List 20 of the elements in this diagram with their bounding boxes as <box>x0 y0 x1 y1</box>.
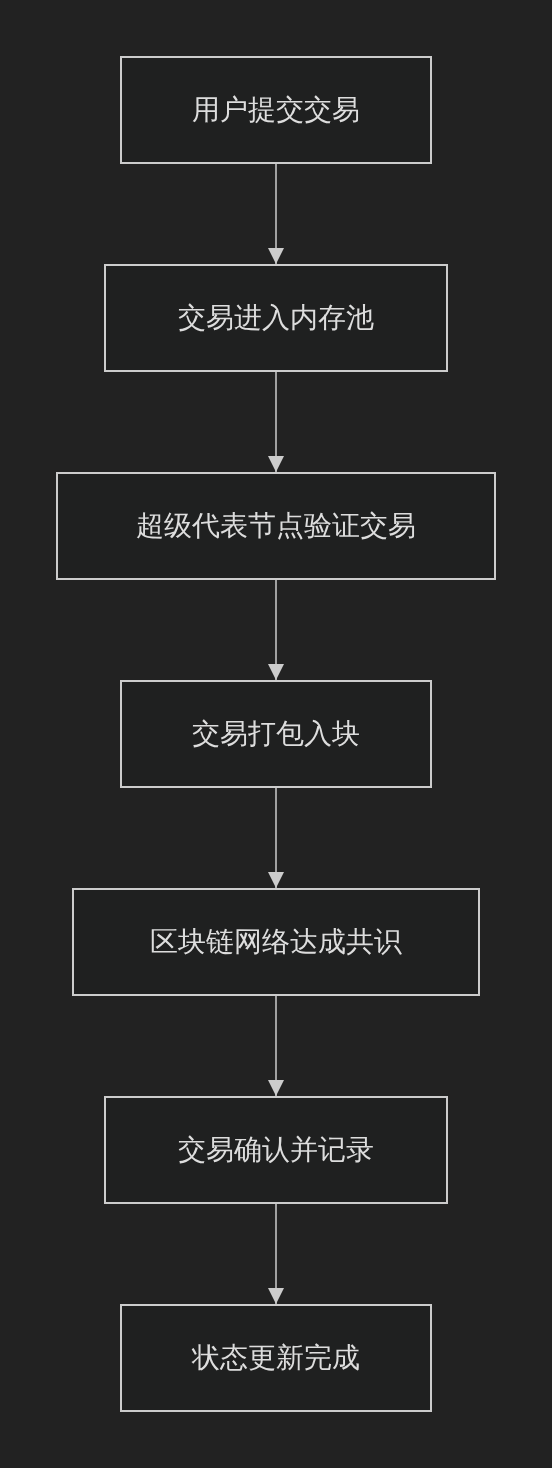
process-box <box>56 472 496 580</box>
process-box <box>120 56 432 164</box>
box-label: 状态更新完成 <box>192 1340 360 1376</box>
arrow <box>268 579 284 681</box>
process-box <box>104 1096 448 1204</box>
process-box <box>120 1304 432 1412</box>
box-label: 区块链网络达成共识 <box>150 924 402 960</box>
box-label: 用户提交交易 <box>192 92 360 128</box>
arrow <box>268 787 284 889</box>
box-label: 交易确认并记录 <box>178 1132 374 1168</box>
arrow <box>268 1203 284 1305</box>
box-label: 交易进入内存池 <box>178 300 374 336</box>
process-box <box>72 888 480 996</box>
box-label: 交易打包入块 <box>192 716 360 752</box>
arrow <box>268 163 284 265</box>
arrow <box>268 995 284 1097</box>
arrow <box>268 371 284 473</box>
process-box <box>104 264 448 372</box>
process-box <box>120 680 432 788</box>
box-label: 超级代表节点验证交易 <box>136 508 416 544</box>
